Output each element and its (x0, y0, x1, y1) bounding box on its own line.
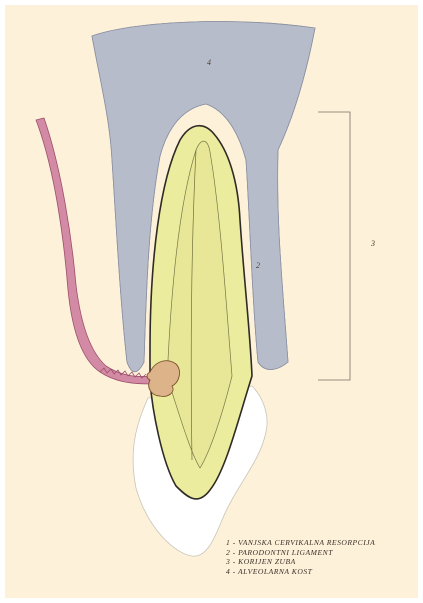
legend-item-1: 1 - VANJSKA CERVIKALNA RESORPCIJA (226, 538, 375, 548)
legend-item-3: 3 - KORIJEN ZUBA (226, 557, 375, 567)
label-root: 3 (370, 239, 375, 248)
legend: 1 - VANJSKA CERVIKALNA RESORPCIJA 2 - PA… (226, 538, 375, 576)
label-bone: 4 (207, 58, 211, 67)
label-ligament: 2 (256, 261, 260, 270)
legend-item-4: 4 - ALVEOLARNA KOST (226, 567, 375, 577)
legend-item-2: 2 - PARODONTNI LIGAMENT (226, 548, 375, 558)
